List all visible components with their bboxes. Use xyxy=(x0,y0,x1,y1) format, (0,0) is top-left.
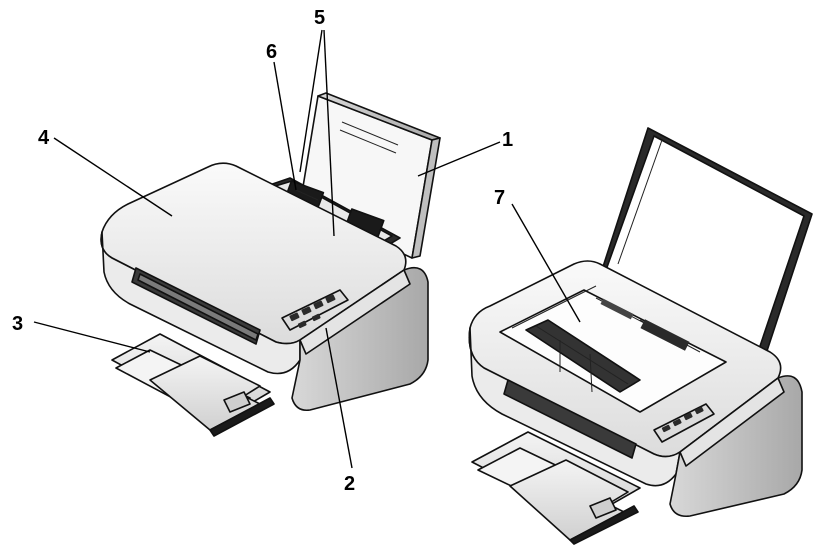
printer-scanner-open-view xyxy=(468,127,813,545)
callout-6: 6 xyxy=(266,41,277,63)
callout-7: 7 xyxy=(494,187,505,209)
scanner-control-panel xyxy=(653,403,715,443)
leader-7 xyxy=(511,203,581,323)
leader-3 xyxy=(33,321,151,353)
leader-2 xyxy=(325,327,353,469)
callout-2: 2 xyxy=(344,473,355,495)
leader-6 xyxy=(273,61,297,191)
button-icon xyxy=(289,312,300,322)
printer-front-view xyxy=(33,29,501,469)
scanner-exit-tray xyxy=(471,431,641,545)
leader-5b xyxy=(323,29,335,237)
scanner-glass xyxy=(499,289,727,413)
leader-5a xyxy=(299,29,323,173)
scanner-side-panel xyxy=(669,375,803,518)
paper-exit-tray xyxy=(111,333,275,437)
callout-5: 5 xyxy=(314,7,325,29)
control-panel xyxy=(281,289,349,331)
callout-3: 3 xyxy=(12,313,23,335)
leader-4 xyxy=(53,137,173,217)
leader-1 xyxy=(417,141,501,177)
callout-4: 4 xyxy=(38,127,50,149)
callout-1: 1 xyxy=(502,129,513,151)
